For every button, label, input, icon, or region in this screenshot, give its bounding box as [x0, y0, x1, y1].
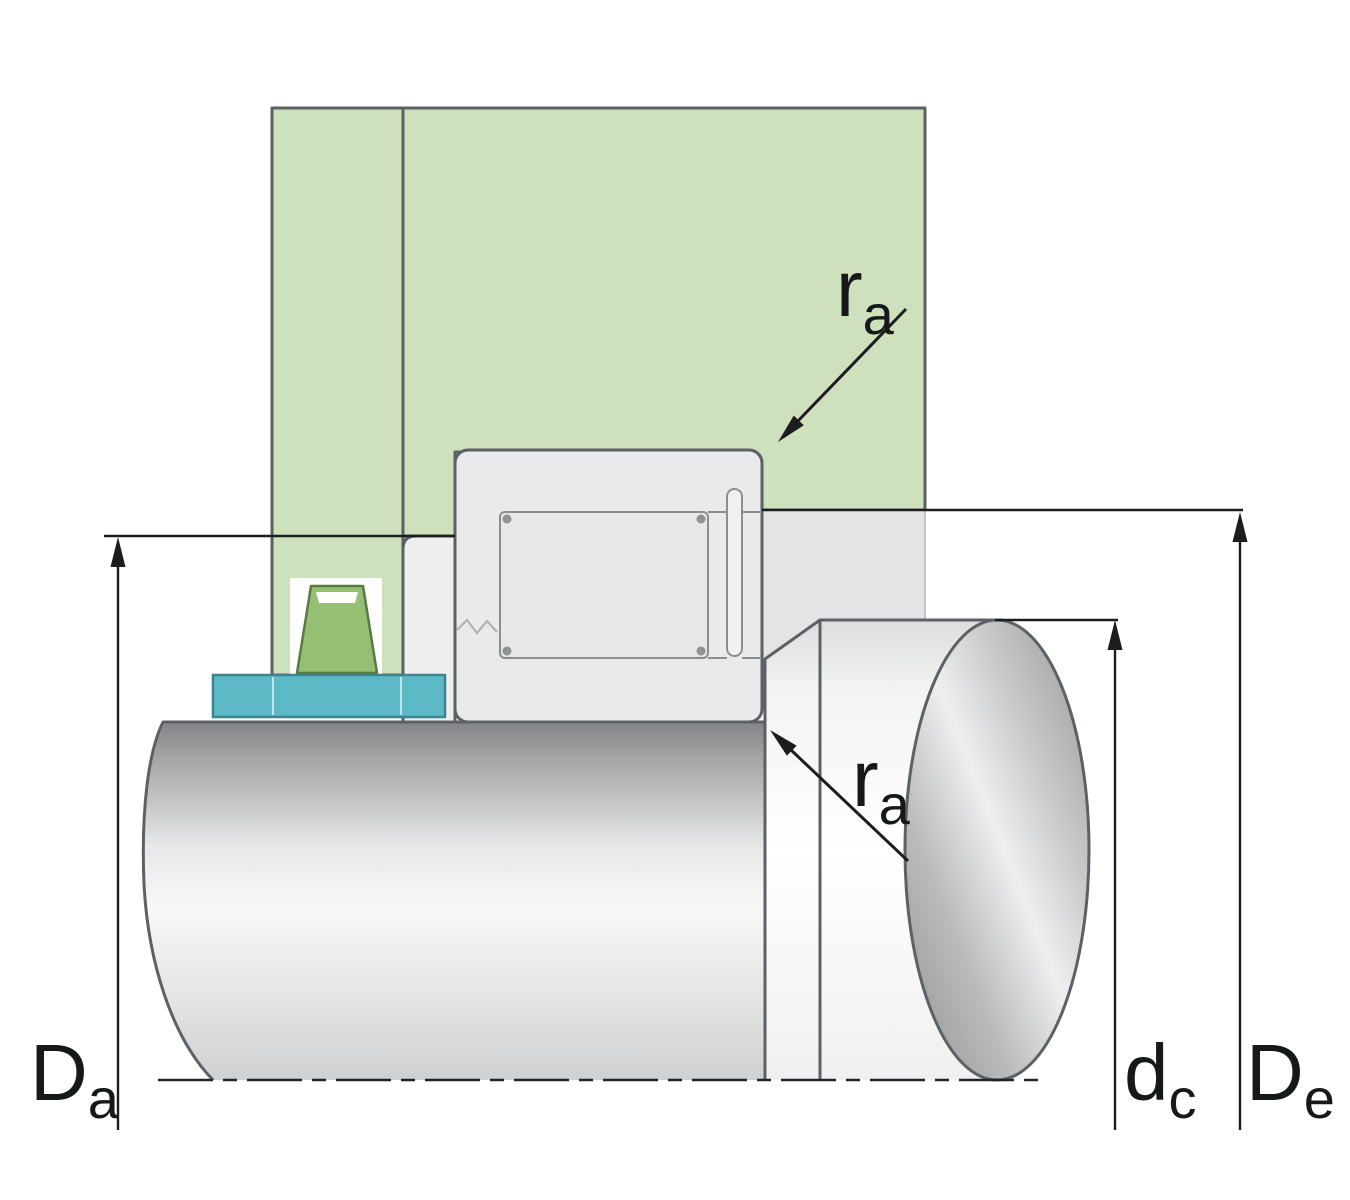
vee-seal — [295, 584, 379, 675]
Da-label-sub: a — [88, 1067, 120, 1130]
ra-bottom-label-sub: a — [879, 773, 911, 836]
ra-top-label: ra — [836, 244, 895, 346]
De-arrowhead — [1232, 512, 1248, 542]
shaft-shoulder-outline — [763, 618, 1003, 1080]
De-label-sub: e — [1304, 1067, 1335, 1130]
ra-bottom-label: ra — [852, 734, 911, 836]
cage-pin-top-left — [502, 514, 512, 524]
locating-pin — [726, 488, 743, 657]
ra-top-label-sub: a — [863, 283, 895, 346]
dc-label-main: d — [1124, 1028, 1169, 1117]
dc-arrowhead — [1107, 620, 1123, 650]
Da-arrowhead — [110, 537, 126, 567]
De-label: De — [1246, 1028, 1335, 1130]
dc-label-sub: c — [1169, 1067, 1197, 1130]
ra-top-leader-line — [795, 307, 908, 424]
ra-bottom-arrowhead — [770, 730, 797, 756]
ra-bottom-leader-line — [788, 747, 910, 863]
ra-top-arrowhead — [778, 415, 804, 442]
shaft — [143, 722, 765, 1080]
housing-recess-shading — [762, 510, 925, 659]
seal-notch — [316, 592, 358, 603]
shaft-outline — [141, 720, 767, 1082]
clamp-sleeve-ring — [211, 673, 447, 719]
Da-label: Da — [30, 1028, 120, 1130]
shaft-end-face-ellipse — [903, 618, 1091, 1082]
De-label-main: D — [1246, 1028, 1304, 1117]
Da-label-main: D — [30, 1028, 88, 1117]
ra-top-label-main: r — [836, 244, 863, 333]
ra-bottom-label-main: r — [852, 734, 879, 823]
cage-pin-bottom-right — [696, 646, 706, 656]
roller-element — [499, 511, 709, 659]
surface-break-squiggle — [456, 618, 498, 635]
cage-pin-top-right — [696, 514, 706, 524]
dc-label: dc — [1124, 1028, 1197, 1130]
cage-pin-bottom-left — [502, 646, 512, 656]
